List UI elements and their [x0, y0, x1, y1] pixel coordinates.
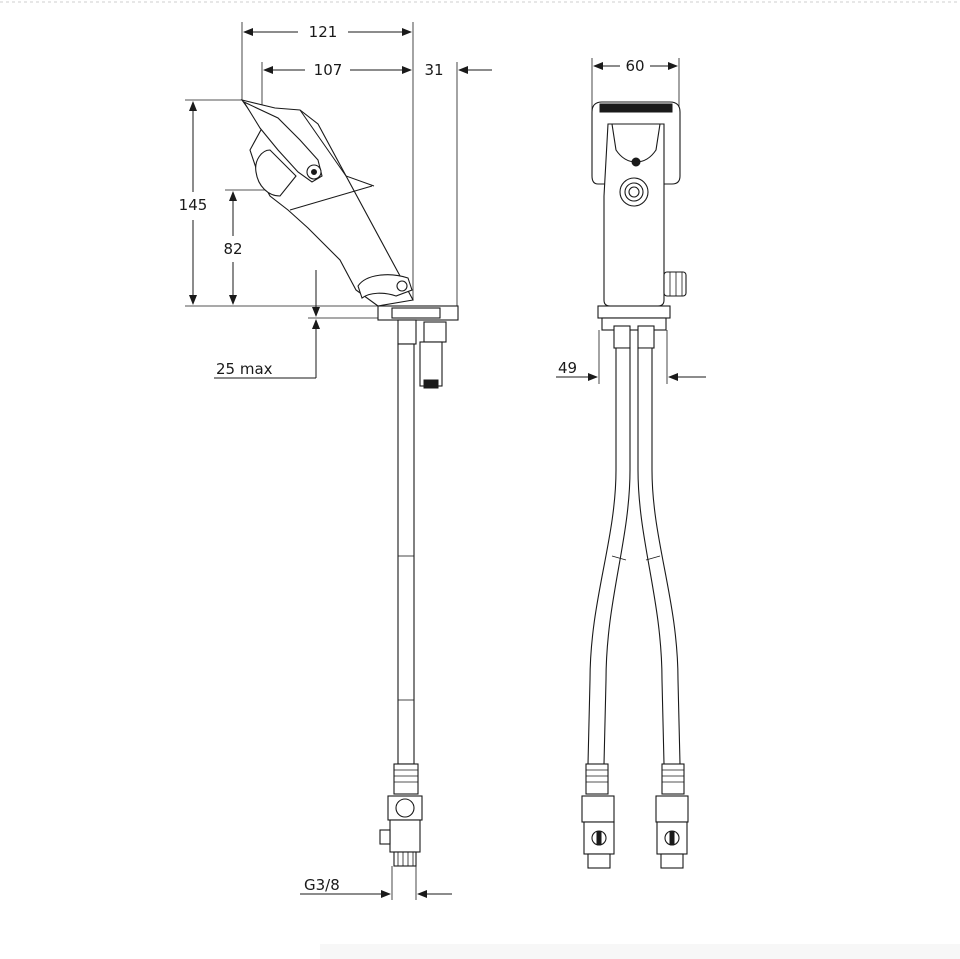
dim-label-49: 49 [558, 359, 577, 377]
side-lever-hub [255, 149, 297, 197]
front-lever-housing [591, 101, 681, 185]
dim-label-145: 145 [179, 196, 208, 214]
front-view: 60 49 [556, 57, 706, 869]
front-right-ferrule [661, 763, 685, 795]
bottom-strip [320, 944, 960, 959]
front-left-thread [587, 853, 611, 869]
dim-label-31: 31 [424, 61, 443, 79]
front-right-thread [660, 853, 684, 869]
side-shank [397, 319, 417, 345]
dim-label-25max: 25 max [216, 360, 273, 378]
side-lever [242, 100, 323, 183]
side-hose [397, 343, 415, 765]
side-solenoid [423, 321, 447, 343]
side-body-edge [299, 109, 375, 187]
front-left-ferrule [585, 763, 609, 795]
dim-label-g38: G3/8 [304, 876, 340, 894]
side-thread [393, 851, 417, 867]
front-side-knob [663, 271, 687, 297]
front-base-plate [597, 305, 671, 319]
dim-label-82: 82 [223, 240, 242, 258]
side-solenoid-stem [419, 341, 443, 387]
front-shank-right [637, 325, 655, 349]
front-left-valve-slot [596, 831, 602, 845]
dim-label-60: 60 [625, 57, 644, 75]
side-outlet-screw [396, 280, 408, 292]
side-nut-face [395, 798, 415, 818]
side-base-nut [391, 307, 441, 319]
front-left-nut [581, 795, 615, 823]
front-shank-left [613, 325, 631, 349]
side-view: 121 107 31 145 82 25 max [179, 22, 492, 900]
side-valve-knob [379, 829, 391, 845]
side-crimp-ferrule [393, 763, 419, 795]
front-hose-mark-left [611, 555, 627, 561]
dim-label-121: 121 [309, 23, 338, 41]
side-solenoid-tip [423, 379, 439, 389]
front-base-nut [601, 317, 667, 331]
front-hose-left [587, 347, 631, 765]
side-valve-body [389, 819, 421, 853]
side-lever-pivot-inner [311, 169, 317, 175]
dim-label-107: 107 [314, 61, 343, 79]
side-body-seam [289, 185, 373, 211]
front-aerator-inner [628, 186, 640, 198]
front-indicator-dot [631, 157, 641, 167]
front-hose-mark-right [645, 555, 661, 561]
front-right-valve-slot [669, 831, 675, 845]
side-outlet [357, 274, 413, 299]
front-right-nut [655, 795, 689, 823]
